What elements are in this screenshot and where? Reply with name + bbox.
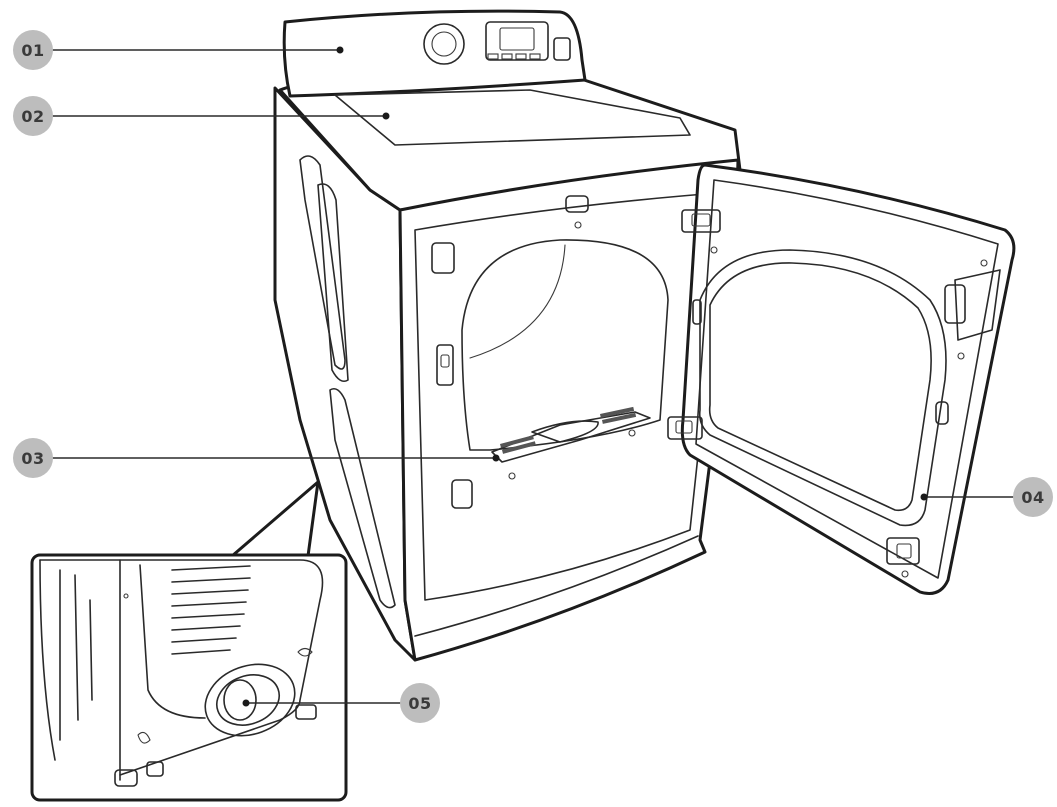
inset-back-view <box>30 480 348 802</box>
callout-05: 05 <box>400 683 440 723</box>
callout-04: 04 <box>1013 477 1053 517</box>
callout-01: 01 <box>13 30 53 70</box>
callout-02: 02 <box>13 96 53 136</box>
dryer-door <box>667 163 1016 595</box>
dryer-lid <box>334 89 691 146</box>
callout-03: 03 <box>13 438 53 478</box>
side-panel-grooves <box>299 155 396 609</box>
leader-lines <box>52 46 1018 707</box>
control-panel <box>282 9 587 98</box>
